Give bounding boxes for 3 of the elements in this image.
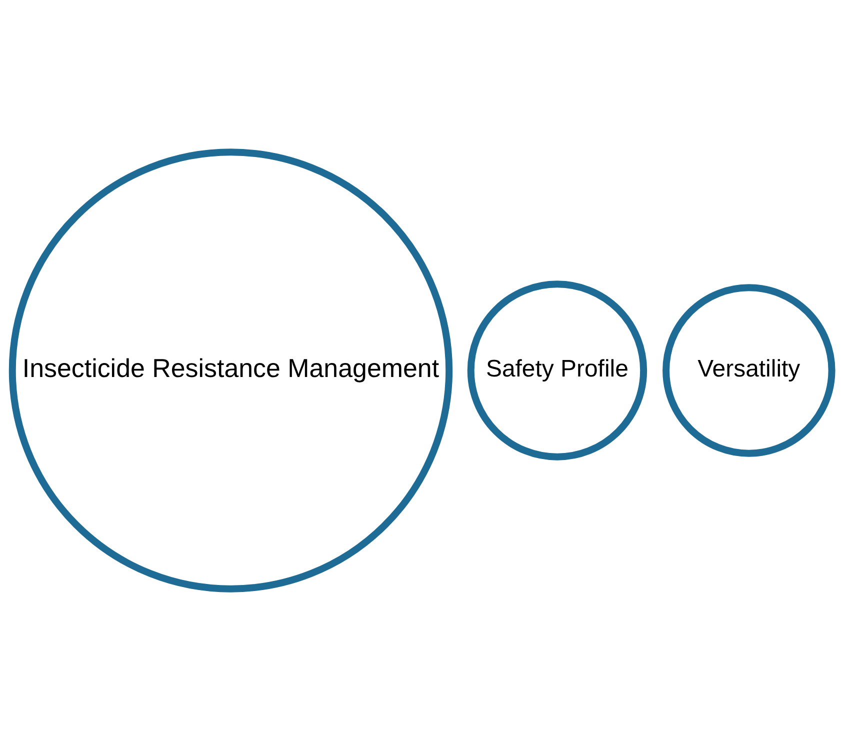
node-circle: Versatility — [662, 284, 836, 456]
node-circle: Safety Profile — [467, 280, 648, 460]
node-circle: Insecticide Resistance Management — [8, 148, 453, 592]
